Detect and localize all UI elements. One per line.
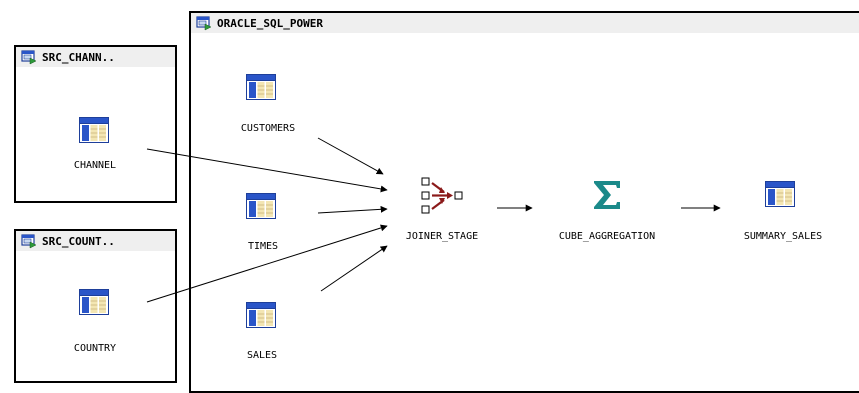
table-icon bbox=[79, 289, 109, 315]
table-icon bbox=[246, 302, 276, 328]
node-label: TIMES bbox=[247, 241, 279, 252]
node-label: JOINER_STAGE bbox=[405, 231, 479, 242]
table-icon bbox=[765, 181, 795, 207]
edge-country-joiner bbox=[146, 224, 388, 303]
module-oracle-sql-power[interactable]: ORACLE_SQL_POWER bbox=[189, 11, 859, 393]
module-title: SRC_COUNT.. bbox=[42, 234, 115, 248]
module-title: ORACLE_SQL_POWER bbox=[217, 16, 323, 30]
module-src-count[interactable]: SRC_COUNT.. bbox=[14, 229, 177, 383]
module-icon bbox=[21, 50, 37, 65]
module-icon bbox=[21, 234, 37, 249]
module-icon bbox=[196, 16, 212, 31]
table-icon bbox=[246, 74, 276, 100]
module-header[interactable]: ORACLE_SQL_POWER bbox=[191, 13, 859, 33]
node-label: SUMMARY_SALES bbox=[743, 231, 823, 242]
sigma-icon bbox=[594, 181, 620, 209]
node-label: CHANNEL bbox=[73, 160, 117, 171]
module-title: SRC_CHANN.. bbox=[42, 50, 115, 64]
node-label: CUBE_AGGREGATION bbox=[558, 231, 656, 242]
edge-channel-joiner bbox=[146, 148, 388, 193]
module-header[interactable]: SRC_COUNT.. bbox=[16, 231, 175, 251]
edge-customers-joiner bbox=[317, 137, 384, 175]
node-label: SALES bbox=[246, 350, 278, 361]
node-label: CUSTOMERS bbox=[240, 123, 296, 134]
node-label: COUNTRY bbox=[73, 343, 117, 354]
table-icon bbox=[79, 117, 109, 143]
joiner-icon bbox=[421, 177, 463, 214]
table-icon bbox=[246, 193, 276, 219]
module-header[interactable]: SRC_CHANN.. bbox=[16, 47, 175, 67]
edge-sales-joiner bbox=[320, 245, 388, 292]
edge-times-joiner bbox=[317, 205, 388, 214]
